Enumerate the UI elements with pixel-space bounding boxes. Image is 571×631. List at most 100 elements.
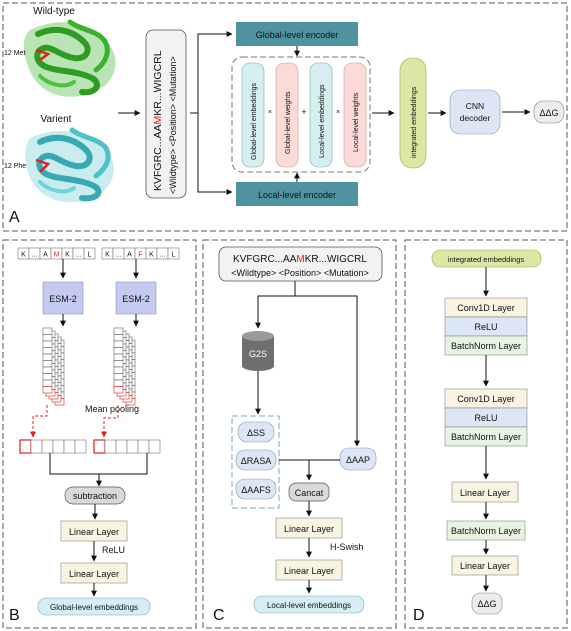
sequence-cell-text: ... xyxy=(32,252,38,259)
concat-label: Cancat xyxy=(295,488,324,498)
pooled-vector-cell xyxy=(52,439,65,454)
c-arrow-to-daap xyxy=(295,295,358,446)
esm-right-box xyxy=(115,281,157,315)
local-embeddings-box xyxy=(309,62,333,168)
d-relu-2-label: ReLU xyxy=(474,413,497,423)
sequence-cell: K xyxy=(61,247,74,260)
pooled-vector-cell xyxy=(74,439,87,454)
matrix-cell xyxy=(42,334,53,342)
subtraction-label: subtraction xyxy=(73,491,117,501)
matrix-cell xyxy=(113,379,124,387)
variant-label: Varient xyxy=(41,114,72,125)
matrix-cell xyxy=(113,334,124,342)
panel-d: D integrated embeddings Conv1D Layer ReL… xyxy=(404,239,568,629)
c-output-box xyxy=(253,595,365,614)
sequence-cell: A xyxy=(39,247,52,260)
sequence-cell: A xyxy=(123,247,136,260)
matrix-cell xyxy=(42,340,53,348)
matrix-cell xyxy=(113,366,124,374)
sequence-cell-text: K xyxy=(21,252,26,259)
sequence-cell-text: L xyxy=(88,252,92,259)
d-relu-1-label: ReLU xyxy=(474,322,497,332)
matrix-cell xyxy=(113,327,124,335)
pooled-vector-cell xyxy=(104,439,117,454)
global-embeddings-label: Global-level embeddings xyxy=(251,82,258,160)
seq-sub-text: <Wildtype> <Position> <Mutation> xyxy=(168,56,178,194)
dss-label: ΔSS xyxy=(247,428,265,438)
matrix-cell xyxy=(113,360,124,368)
matrix-cell xyxy=(42,373,53,381)
op-times-2: × xyxy=(336,109,340,116)
arrow-global-branch xyxy=(190,33,232,114)
cnn-decoder-label-2: decoder xyxy=(460,113,491,123)
global-encoder-label: Global-level encoder xyxy=(256,30,339,40)
pooled-vector-cell xyxy=(63,439,76,454)
met-label: 12 Met xyxy=(4,50,25,57)
sequence-cell: ... xyxy=(112,247,125,260)
sequence-cell: F xyxy=(134,247,147,260)
b-linear-1-label: Linear Layer xyxy=(69,527,119,537)
matrix-cell xyxy=(42,386,53,394)
local-weights-box xyxy=(343,62,367,168)
matrix-cell xyxy=(42,347,53,355)
embedding-matrix-left xyxy=(42,327,65,406)
pooled-vector-cell xyxy=(30,439,43,454)
panel-a-border xyxy=(2,2,568,232)
daap-box xyxy=(339,447,377,471)
matrix-cell xyxy=(113,340,124,348)
sequence-cell: K xyxy=(17,247,30,260)
cnn-decoder-box xyxy=(449,89,501,135)
g2s-label: G2S xyxy=(249,349,267,359)
sequence-cell: K xyxy=(145,247,158,260)
pooled-vector-cell xyxy=(115,439,128,454)
b-linear-2-label: Linear Layer xyxy=(69,569,119,579)
d-input-label: integrated embeddings xyxy=(448,255,525,264)
sequence-cell: L xyxy=(83,247,96,260)
b-relu-label: ReLU xyxy=(102,545,125,555)
d-linear-2-box xyxy=(451,555,519,576)
fusion-container xyxy=(231,56,371,173)
c-seq-text: KVFGRC...AAMKR...WIGCRL xyxy=(233,254,367,265)
matrix-cell xyxy=(42,379,53,387)
panel-c-letter: C xyxy=(213,607,225,624)
structure-features-group xyxy=(231,415,280,509)
sequence-cell: ... xyxy=(72,247,85,260)
daafs-label: ΔAAFS xyxy=(241,485,271,495)
cnn-decoder-label-1: CNN xyxy=(466,101,484,111)
wild-type-protein-image xyxy=(23,19,116,97)
sequence-cell: K xyxy=(101,247,114,260)
c-output-label: Local-level embeddings xyxy=(267,601,351,610)
matrix-cell xyxy=(42,327,53,335)
sequence-cell-text: F xyxy=(138,252,142,259)
variant-protein-image xyxy=(25,127,114,203)
global-weights-label: Global-level weights xyxy=(285,91,292,154)
ddg-box xyxy=(533,100,565,124)
esm-right-label: ESM-2 xyxy=(122,294,150,304)
op-times-1: × xyxy=(268,109,272,116)
sequence-cell: ... xyxy=(28,247,41,260)
d-conv-1-label: Conv1D Layer xyxy=(457,303,515,313)
merge-lines xyxy=(49,453,148,475)
daap-label: ΔAAP xyxy=(346,455,370,465)
sequence-cell-text: K xyxy=(105,252,110,259)
esm-left-box xyxy=(42,281,84,315)
integrated-embeddings-label: integrated embeddings xyxy=(411,86,418,158)
pooled-vector-cell xyxy=(93,439,106,454)
d-ddg-box xyxy=(471,592,503,615)
hswish-label: H-Swish xyxy=(330,542,364,552)
esm-left-label: ESM-2 xyxy=(49,294,77,304)
b-output-label: Global-level embeddings xyxy=(50,603,138,612)
d-linear-1-box xyxy=(451,481,519,503)
local-encoder-label: Local-level encoder xyxy=(258,190,336,200)
global-weights-box xyxy=(275,62,299,168)
d-bn-2-label: BatchNorm Layer xyxy=(451,432,521,442)
b-output-box xyxy=(37,597,151,616)
sequence-cell: M xyxy=(50,247,63,260)
local-weights-label: Local-level weights xyxy=(353,92,360,152)
d-bn-3-label: BatchNorm Layer xyxy=(451,526,521,536)
c-linear-1-label: Linear Layer xyxy=(284,524,334,534)
wild-type-label: Wild-type xyxy=(33,6,75,17)
op-plus: + xyxy=(301,107,306,117)
mean-pooling-label: Mean pooling xyxy=(85,404,139,414)
